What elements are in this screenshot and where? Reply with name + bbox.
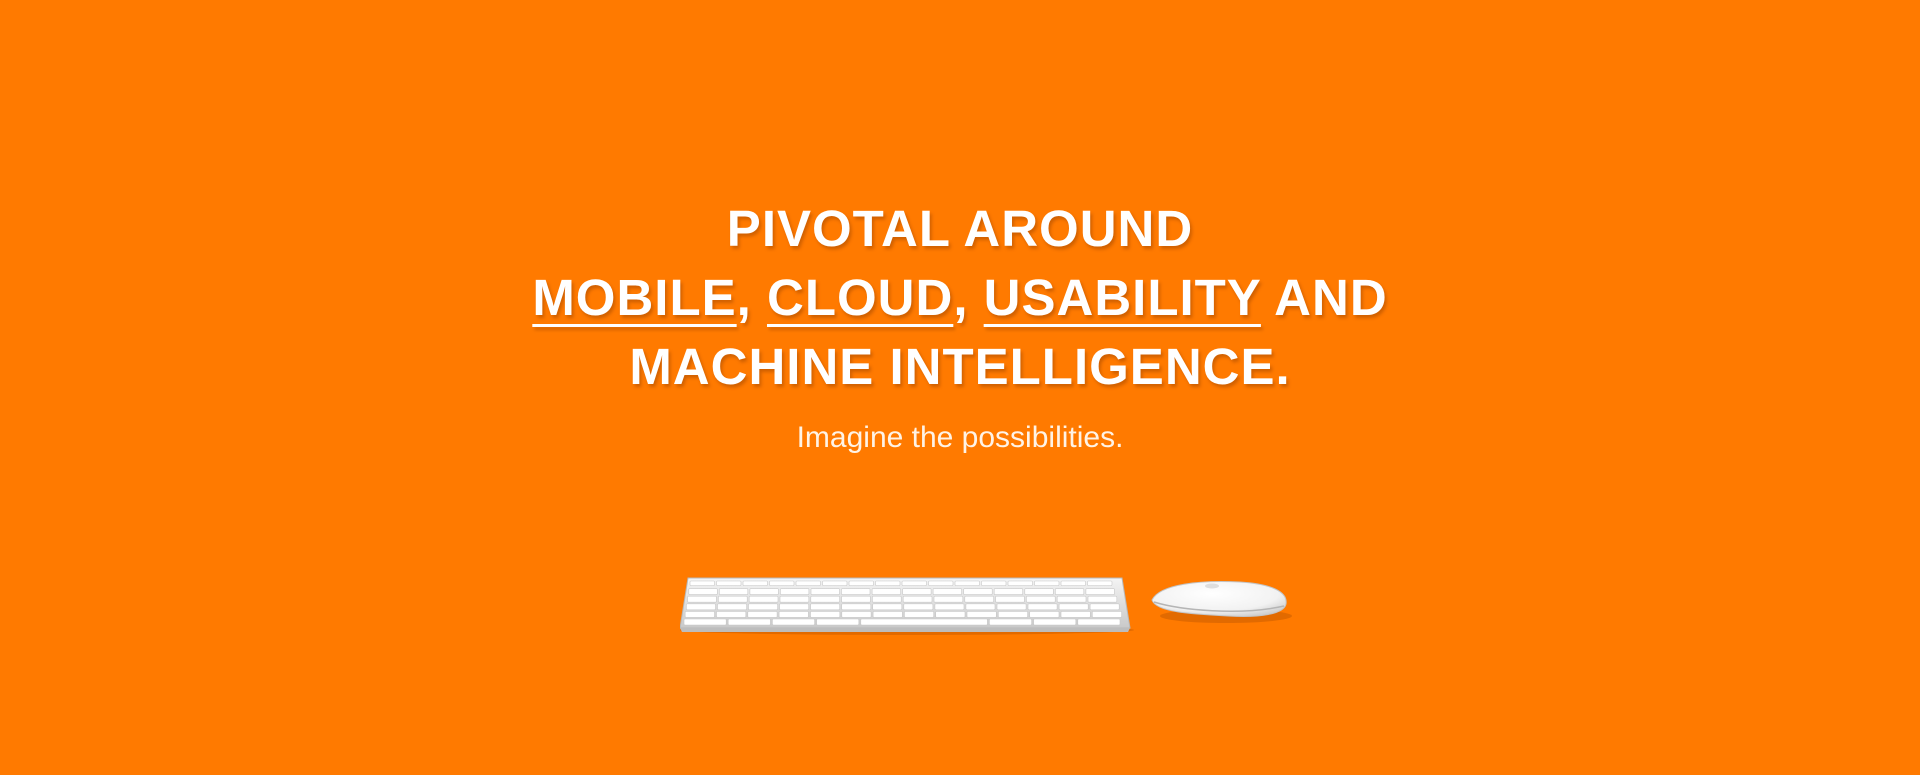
keyboard-key xyxy=(989,618,1032,626)
keyboard-key xyxy=(718,595,748,603)
keyboard-key xyxy=(749,588,779,595)
keyboard-key xyxy=(683,618,727,626)
keyboard-key xyxy=(996,603,1027,611)
keyboard-key xyxy=(1026,595,1056,603)
keyboard-key xyxy=(810,611,841,618)
keyboard-key xyxy=(716,580,742,586)
devices-svg xyxy=(680,577,1292,635)
keyboard-key xyxy=(1054,588,1085,595)
headline-line-2: MOBILE, CLOUD, USABILITY AND xyxy=(0,263,1920,332)
keyboard-key xyxy=(795,580,821,586)
keyboard-key xyxy=(872,611,903,618)
hero-subheadline: Imagine the possibilities. xyxy=(796,421,1124,454)
keyboard-key xyxy=(848,580,874,586)
keyboard-key xyxy=(1091,611,1122,618)
keyboard-key xyxy=(901,580,927,586)
mobile-keyword: MOBILE xyxy=(532,269,737,326)
keyboard-key xyxy=(1085,588,1115,595)
keyboard-key xyxy=(966,611,997,618)
keyboard-key xyxy=(903,603,934,611)
keyboard-key xyxy=(1060,611,1091,618)
keyboard-key xyxy=(1034,580,1060,586)
mouse-icon xyxy=(1151,581,1292,623)
keyboard-key xyxy=(954,580,980,586)
keyboard-key xyxy=(748,603,778,611)
cloud-keyword: CLOUD xyxy=(766,269,954,326)
keyboard-key xyxy=(997,611,1028,618)
keyboard-key xyxy=(934,603,965,611)
keyboard-key xyxy=(902,588,932,595)
hero-headline: PIVOTAL AROUND MOBILE, CLOUD, USABILITY … xyxy=(0,194,1920,401)
keyboard-key xyxy=(718,588,749,595)
keyboard-key xyxy=(1058,603,1089,611)
keyboard-key xyxy=(981,580,1007,586)
keyboard-key xyxy=(684,611,715,618)
keyboard-key xyxy=(772,618,815,626)
keyboard-key xyxy=(841,611,872,618)
usability-keyword: USABILITY xyxy=(983,269,1261,326)
keyboard-key xyxy=(872,603,903,611)
keyboard-key xyxy=(688,588,718,595)
headline-line-1: PIVOTAL AROUND xyxy=(726,200,1194,257)
devices-illustration xyxy=(680,570,1300,640)
keyboard-key xyxy=(1033,618,1077,626)
and-text: AND xyxy=(1260,269,1388,326)
keyboard-key xyxy=(964,595,994,603)
keyboard-key xyxy=(902,595,933,603)
keyboard-key xyxy=(816,618,860,626)
keyboard-key xyxy=(717,603,747,611)
separator: , xyxy=(736,269,767,326)
keyboard-key xyxy=(1089,603,1120,611)
keyboard-key xyxy=(769,580,795,586)
keyboard-key xyxy=(727,618,771,626)
keyboard-key xyxy=(747,611,778,618)
keyboard-key xyxy=(871,588,901,595)
keyboard-key xyxy=(716,611,747,618)
keyboard-key xyxy=(875,580,901,586)
keyboard-key xyxy=(932,588,962,595)
keyboard-key xyxy=(841,603,872,611)
keyboard-key xyxy=(1087,595,1118,603)
keyboard-key xyxy=(1087,580,1113,586)
keyboard-key xyxy=(1024,588,1054,595)
keyboard-key xyxy=(928,580,954,586)
keyboard-key xyxy=(822,580,848,586)
keyboard-key xyxy=(995,595,1025,603)
keyboard-key xyxy=(686,603,716,611)
headline-line-3: MACHINE INTELLIGENCE. xyxy=(629,338,1291,395)
keyboard-key xyxy=(742,580,768,586)
keyboard-key xyxy=(860,618,988,626)
keyboard-key xyxy=(963,588,993,595)
keyboard-key xyxy=(993,588,1024,595)
keyboard-key xyxy=(1056,595,1087,603)
keyboard-key xyxy=(841,588,871,595)
keyboard-key xyxy=(1029,611,1060,618)
separator: , xyxy=(953,269,984,326)
keyboard-key xyxy=(689,580,715,586)
keyboard-key xyxy=(1060,580,1086,586)
keyboard-icon xyxy=(680,577,1134,635)
keyboard-key xyxy=(780,588,810,595)
keyboard-key xyxy=(1007,580,1033,586)
keyboard-key xyxy=(779,603,809,611)
keyboard-key xyxy=(935,611,966,618)
keyboard-key xyxy=(810,588,840,595)
keyboard-key xyxy=(965,603,996,611)
keyboard-key xyxy=(841,595,871,603)
keyboard-key xyxy=(810,595,840,603)
keyboard-key xyxy=(933,595,964,603)
keyboard-key xyxy=(1027,603,1058,611)
keyboard-key xyxy=(904,611,934,618)
keyboard-key xyxy=(872,595,902,603)
keyboard-key xyxy=(810,603,841,611)
keyboard-key xyxy=(748,595,779,603)
keyboard-key xyxy=(1077,618,1121,626)
keyboard-key xyxy=(778,611,809,618)
keyboard-key xyxy=(779,595,810,603)
keyboard-key xyxy=(687,595,717,603)
